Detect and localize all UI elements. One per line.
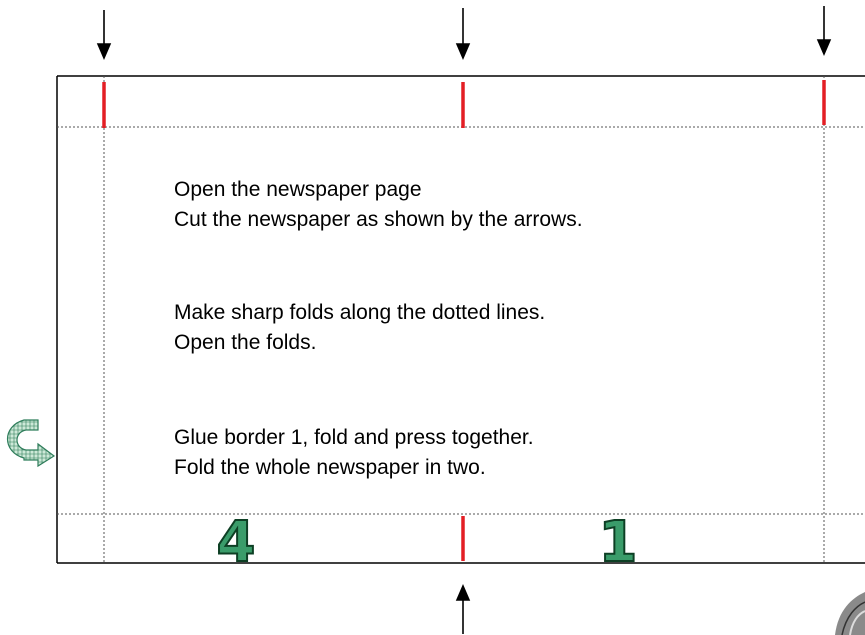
instruction-block-3: Glue border 1, fold and press together. … — [174, 423, 534, 483]
fold-lines — [57, 76, 865, 563]
down-arrow-icon — [96, 10, 112, 61]
instruction-block-2: Make sharp folds along the dotted lines.… — [174, 298, 545, 358]
instruction-line: Glue border 1, fold and press together. — [174, 426, 534, 449]
border-number-right: 1 — [599, 510, 638, 575]
cut-arrows — [96, 6, 832, 634]
instruction-line: Fold the whole newspaper in two. — [174, 456, 486, 479]
curl-arrow-icon — [7, 419, 56, 468]
border-number-left: 4 — [217, 510, 256, 575]
down-arrow-icon — [455, 8, 471, 61]
cut-marks — [102, 80, 826, 561]
up-arrow-icon — [455, 583, 471, 634]
instruction-line: Make sharp folds along the dotted lines. — [174, 301, 546, 324]
down-arrow-icon — [816, 6, 832, 57]
corner-illustration — [835, 592, 865, 635]
newspaper-sheet — [56, 75, 865, 564]
instruction-line: Cut the newspaper as shown by the arrows… — [174, 208, 583, 231]
instruction-line: Open the folds. — [174, 331, 317, 354]
instruction-block-1: Open the newspaper page Cut the newspape… — [174, 175, 583, 235]
instruction-line: Open the newspaper page — [174, 178, 422, 201]
